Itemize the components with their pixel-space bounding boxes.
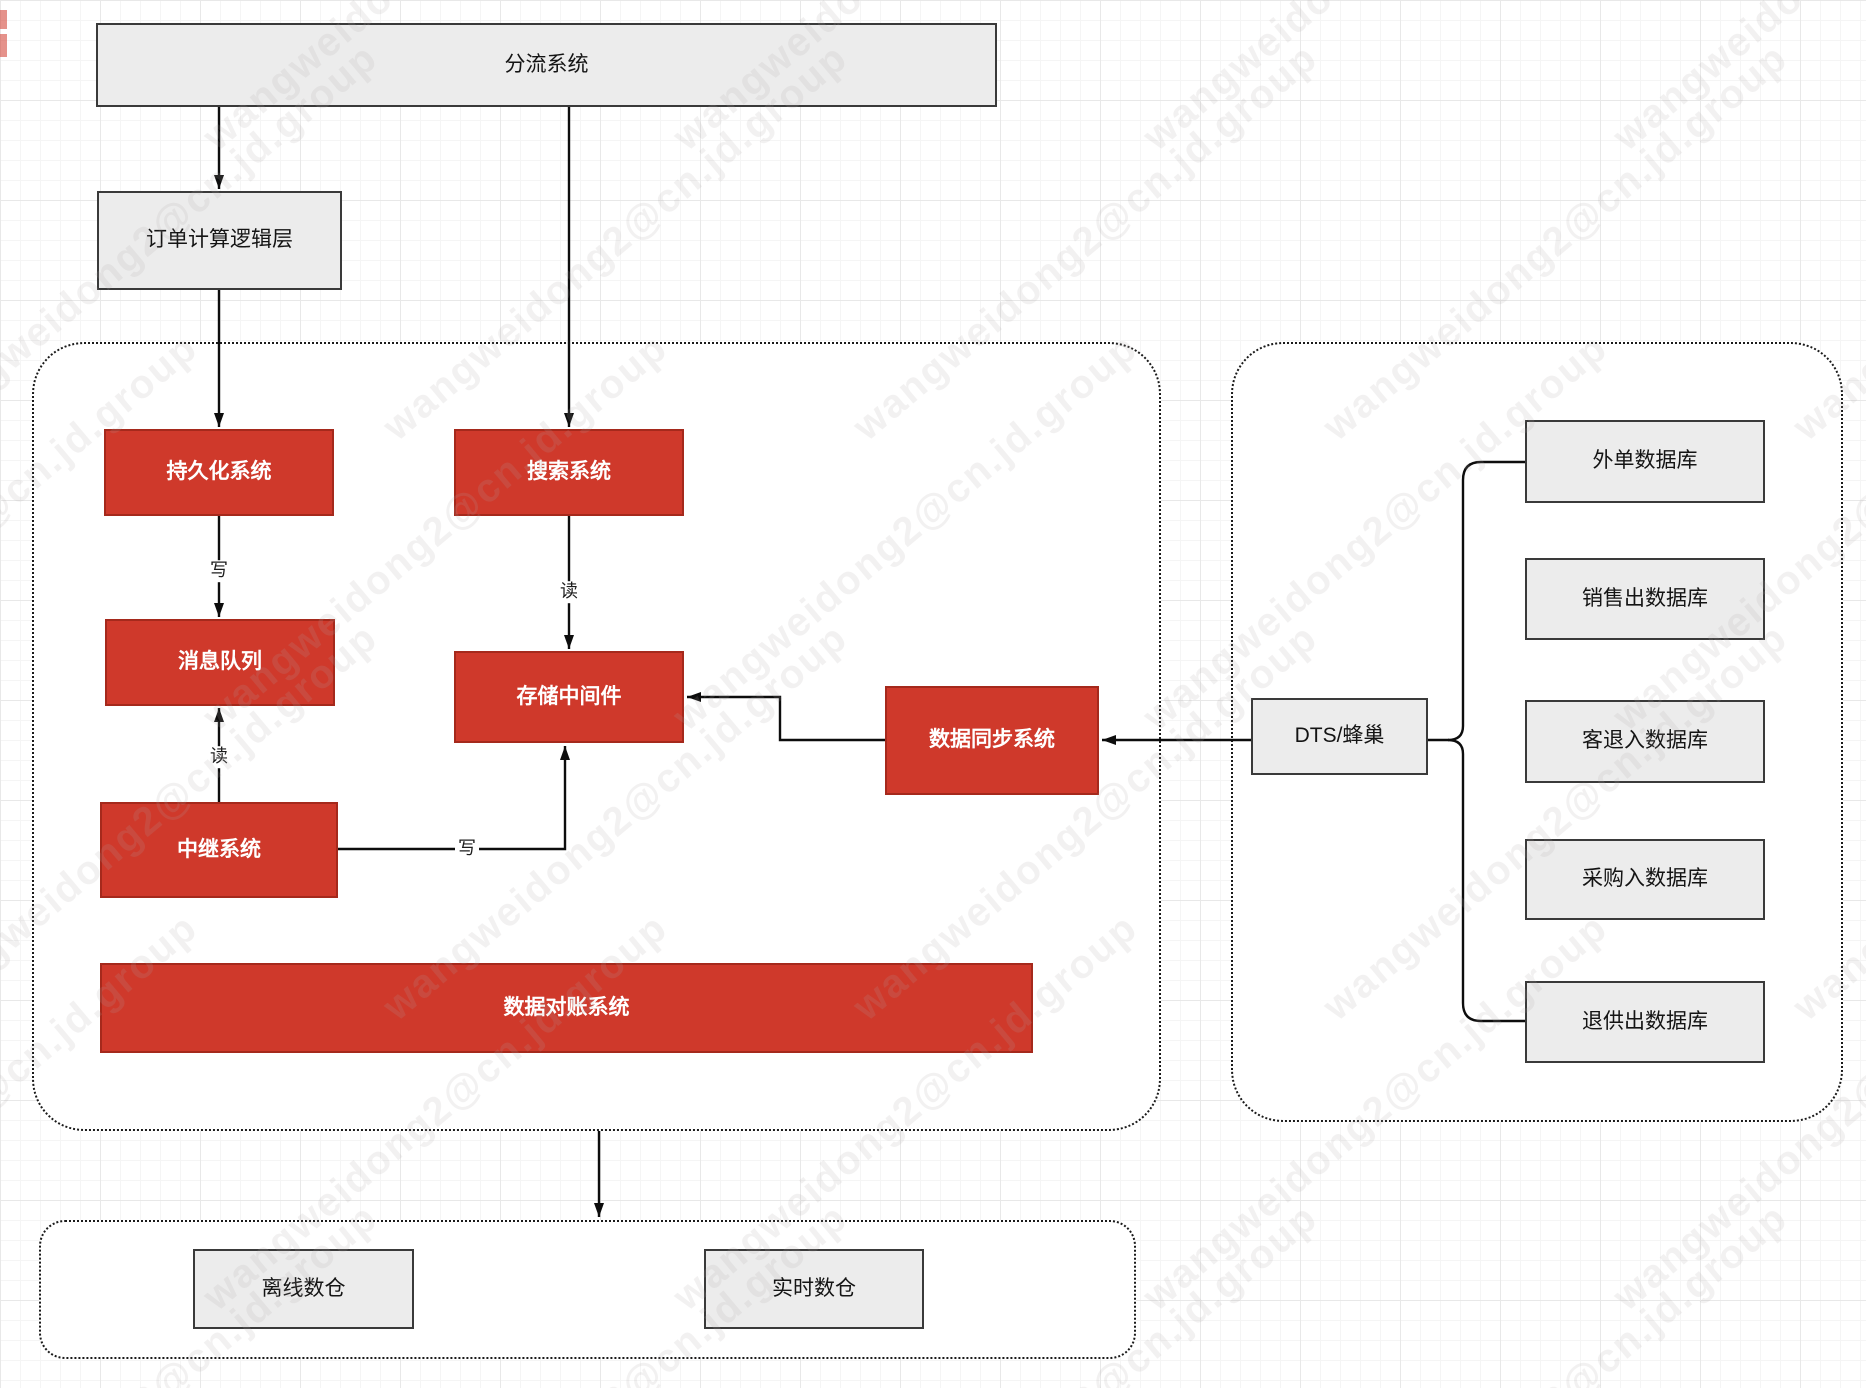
node-search: 搜索系统 [454,429,684,516]
node-data-sync: 数据同步系统 [885,686,1099,795]
node-db-customer-return-in: 客退入数据库 [1525,700,1765,783]
node-db-sales-out: 销售出数据库 [1525,558,1765,640]
node-persistence: 持久化系统 [104,429,334,516]
node-reconciliation: 数据对账系统 [100,963,1033,1053]
node-storage-middleware: 存储中间件 [454,651,684,743]
edge-label-write-to-queue: 写 [207,560,231,582]
node-db-supplier-return-out: 退供出数据库 [1525,981,1765,1063]
node-message-queue: 消息队列 [105,619,335,706]
edge-relay-to-storage [338,746,570,851]
node-dts-hive: DTS/蜂巢 [1251,698,1428,775]
brace-databases [1447,460,1525,1023]
node-realtime-warehouse: 实时数仓 [704,1249,924,1329]
edge-sync-to-storage [687,692,885,742]
edge-label-write-to-storage: 写 [455,838,479,860]
node-order-calc-layer: 订单计算逻辑层 [97,191,342,290]
edge-label-read-from-queue: 读 [207,746,231,768]
node-offline-warehouse: 离线数仓 [193,1249,414,1329]
node-traffic-split: 分流系统 [96,23,997,107]
clipped-shape-artifact [0,10,7,29]
edge-label-read-to-storage: 读 [557,581,581,603]
clipped-shape-artifact [0,34,7,57]
node-db-external-order: 外单数据库 [1525,420,1765,503]
node-db-purchase-in: 采购入数据库 [1525,839,1765,920]
node-relay: 中继系统 [100,802,338,898]
